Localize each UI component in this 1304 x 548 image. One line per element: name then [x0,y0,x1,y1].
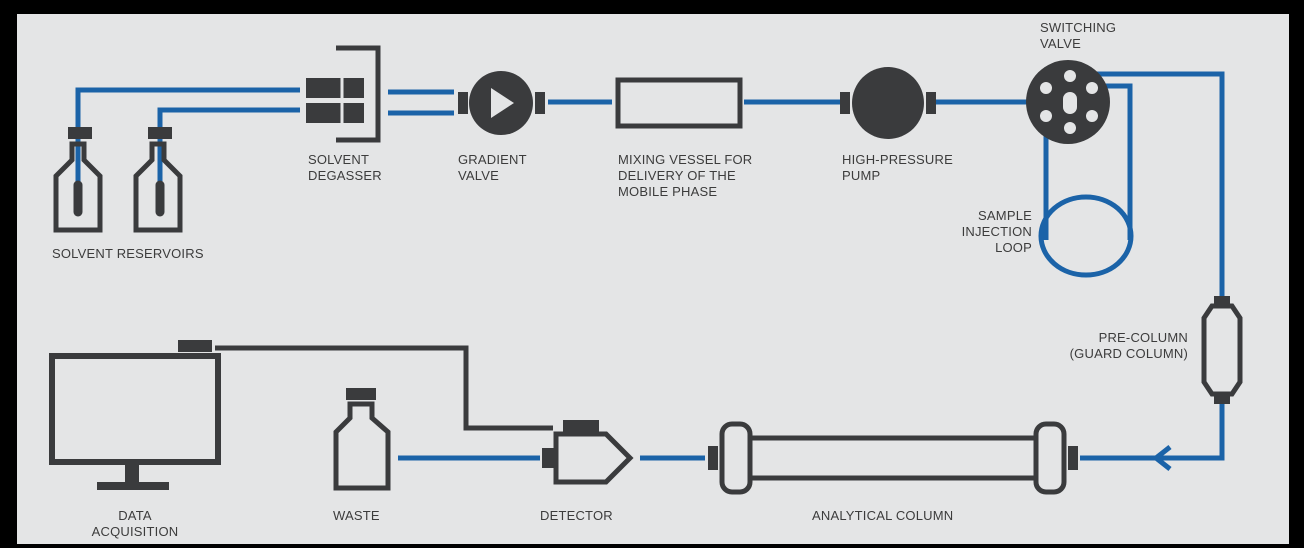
tube-reservoir-2 [157,107,300,212]
pump-icon [840,67,936,139]
label-sample-injection-loop: SAMPLE INJECTION LOOP [961,208,1032,255]
pre-column-icon [1201,296,1243,404]
valve-icon [458,71,545,135]
switching-valve-icon [1026,60,1110,144]
bottle-icon [133,127,183,233]
label-detector: DETECTOR [540,508,613,523]
label-pre-column: PRE-COLUMN (GUARD COLUMN) [1069,330,1188,361]
tube-reservoir-1 [75,87,300,210]
label-gradient-valve: GRADIENT VALVE [458,152,527,183]
label-switching-valve: SWITCHING VALVE [1040,20,1117,51]
label-waste: WASTE [333,508,380,523]
label-solvent-degasser: SOLVENT DEGASSER [308,152,382,183]
monitor-icon [49,340,221,490]
tube-loop-right [1096,83,1133,240]
label-analytical-column: ANALYTICAL COLUMN [812,508,954,523]
tube-precolumn-column [1080,400,1225,461]
tube-switch-precolumn [1076,71,1225,300]
bottle-icon [53,127,103,233]
label-high-pressure-pump: HIGH-PRESSURE PUMP [842,152,953,183]
label-solvent-reservoirs: SOLVENT RESERVOIRS [52,246,204,261]
arrow-left-icon [1151,445,1172,471]
bottle-icon [333,388,391,491]
detector-icon [542,420,634,485]
degasser-icon [306,45,381,143]
analytical-column-icon [708,421,1078,495]
label-data-acquisition: DATA ACQUISITION [91,508,179,539]
signal-cable [215,345,553,431]
label-mixing-vessel: MIXING VESSEL FOR DELIVERY OF THE MOBILE… [618,152,753,199]
mixing-vessel-icon [615,77,743,129]
sample-injection-loop [1038,194,1134,278]
